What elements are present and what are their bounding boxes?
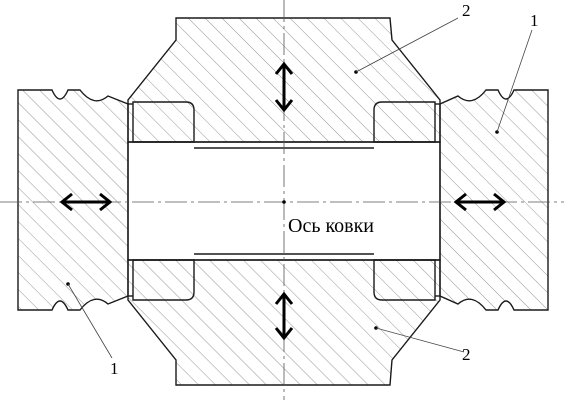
- center-point: [282, 200, 286, 204]
- leader-top-2: [354, 17, 459, 74]
- arrow-left-right-left-icon: [59, 192, 113, 212]
- arrow-up-down-top-icon: [274, 61, 294, 113]
- callout-bottom-left-1: 1: [110, 359, 119, 378]
- leader-bottom-left-1: [66, 282, 113, 359]
- callout-top-2: 2: [462, 1, 471, 20]
- left-die: [17, 89, 129, 311]
- callout-top-right-1: 1: [530, 11, 539, 30]
- leader-top-right-1: [495, 29, 533, 134]
- leader-bottom-2: [374, 326, 465, 353]
- arrow-left-right-right-icon: [453, 192, 507, 212]
- callout-bottom-2: 2: [462, 345, 471, 364]
- arrow-up-down-bottom-icon: [274, 291, 294, 341]
- axis-label: Ось ковки: [288, 215, 374, 237]
